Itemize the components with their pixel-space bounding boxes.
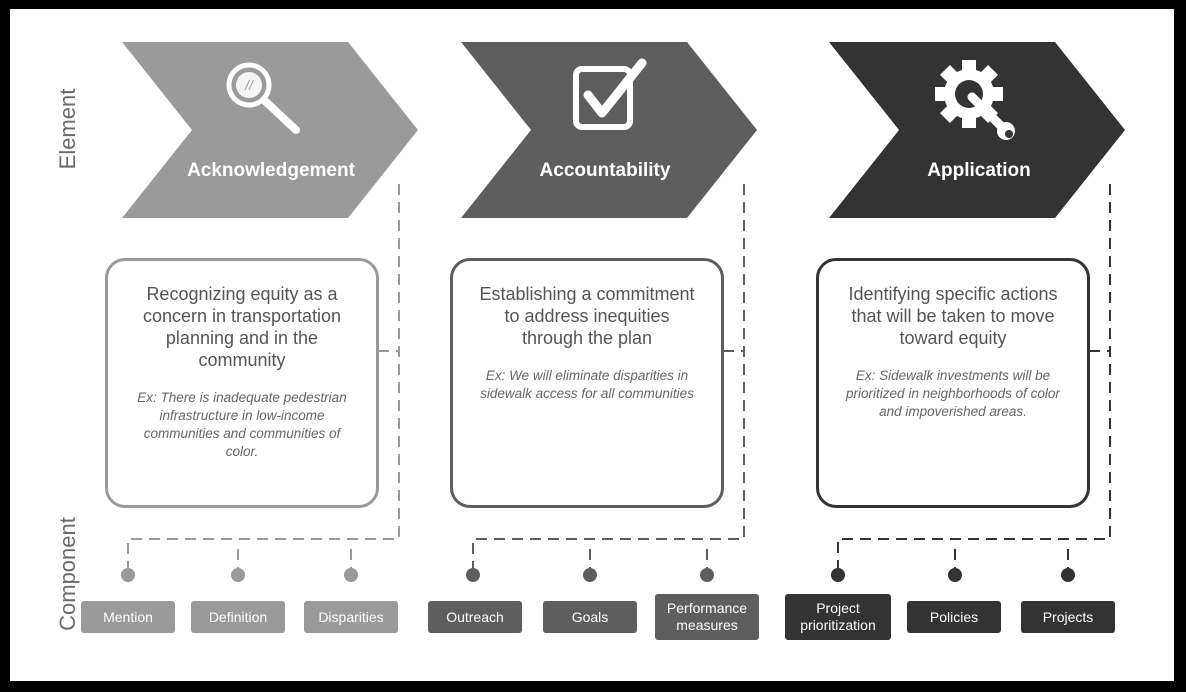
component-definition: Definition <box>191 601 285 633</box>
component-project-prioritization: Project prioritization <box>785 594 891 640</box>
gear-wrench-icon <box>935 60 1015 140</box>
card-description: Identifying specific actions that will b… <box>848 284 1058 348</box>
component-dot <box>700 568 714 582</box>
diagram-frame: // <box>10 9 1174 681</box>
component-projects: Projects <box>1021 601 1115 633</box>
component-mention: Mention <box>81 601 175 633</box>
component-dot <box>831 568 845 582</box>
card-example: Ex: Sidewalk investments will be priorit… <box>846 368 1060 419</box>
card-description: Establishing a commitment to address ine… <box>479 284 695 348</box>
element-axis-label: Element <box>55 88 80 170</box>
chevron-application <box>829 42 1125 218</box>
component-outreach: Outreach <box>428 601 522 633</box>
component-goals: Goals <box>543 601 637 633</box>
stage-title-accountability: Accountability <box>539 160 671 181</box>
stage-title-application: Application <box>927 160 1031 181</box>
stage-title-acknowledgement: Acknowledgement <box>187 160 355 181</box>
chevron-acknowledgement <box>122 42 418 218</box>
component-axis-label: Component <box>55 517 80 631</box>
card-example: Ex: We will eliminate disparities in sid… <box>480 368 694 401</box>
card-accountability: Establishing a commitment to address ine… <box>450 258 724 508</box>
diagram-graphics: // <box>121 42 1125 582</box>
component-dot <box>948 568 962 582</box>
svg-text://: // <box>244 77 255 93</box>
component-dot <box>466 568 480 582</box>
component-dot <box>583 568 597 582</box>
magnifier-icon: // <box>226 62 300 134</box>
component-dot <box>1061 568 1075 582</box>
component-performance-measures: Performance measures <box>655 594 759 640</box>
card-acknowledgement: Recognizing equity as a concern in trans… <box>105 258 379 508</box>
component-dot <box>231 568 245 582</box>
checkbox-icon <box>573 58 647 130</box>
card-example: Ex: There is inadequate pedestrian infra… <box>137 390 347 459</box>
component-policies: Policies <box>907 601 1001 633</box>
card-application: Identifying specific actions that will b… <box>816 258 1090 508</box>
card-description: Recognizing equity as a concern in trans… <box>142 284 342 370</box>
component-disparities: Disparities <box>304 601 398 633</box>
component-dot <box>344 568 358 582</box>
component-dot <box>121 568 135 582</box>
